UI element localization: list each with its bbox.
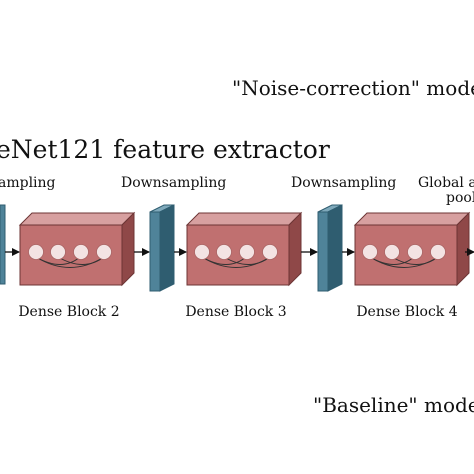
global-pooling-label-line1: Global a (418, 175, 474, 191)
transition-layer-2 (317, 204, 343, 292)
dense-block-4 (353, 211, 471, 287)
downsampling-label-1: Downsampling (121, 175, 226, 191)
dense-block-3-label: Dense Block 3 (185, 304, 286, 320)
transition-layer-partial (0, 204, 6, 285)
dense-block-2 (18, 211, 136, 287)
dense-block-4-label: Dense Block 4 (356, 304, 457, 320)
global-pooling-label-line2: pool (446, 190, 474, 206)
baseline-title: "Baseline" mode (313, 393, 474, 417)
dense-block-3 (185, 211, 303, 287)
downsampling-label-2: Downsampling (291, 175, 396, 191)
downsampling-label-partial: ampling (0, 175, 56, 191)
noise-correction-title: "Noise-correction" mode (232, 76, 474, 100)
feature-extractor-title: eNet121 feature extractor (0, 135, 330, 164)
transition-layer-1 (149, 204, 175, 292)
dense-block-2-label: Dense Block 2 (18, 304, 119, 320)
